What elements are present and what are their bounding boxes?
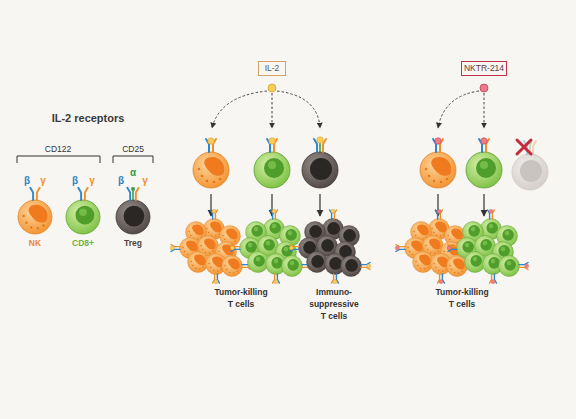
faded-treg-cell [512,154,548,190]
cell-label: Treg [103,238,163,248]
chain-symbol: β [21,176,33,186]
cross-mark [517,140,531,154]
il2-ligand [269,138,275,144]
arrow [483,194,484,216]
receptor [78,188,87,200]
cell-body [116,200,150,234]
dashed-arrow [212,91,267,128]
nktr-ligand [435,138,441,144]
cell-shape [18,200,52,234]
label-box: NKTR-214 [461,61,507,76]
cd8-cell [466,152,502,188]
section-label: IL-2 receptors [28,112,148,124]
cd8-cell [254,152,290,188]
cd8-cluster [447,209,529,284]
nk-cell [420,152,456,188]
outcome-caption: Tumor-killing T cells [433,286,491,310]
chain-symbol: γ [139,176,151,186]
chain-symbol: γ [37,176,49,186]
cell-shape [116,200,150,234]
box-label: IL-2 [265,63,280,74]
chain-symbol: α [127,168,139,178]
label-box: IL-2 [258,61,286,76]
cell-node: Treg [116,200,150,234]
il2-ligand [208,138,214,144]
chain-symbol: γ [86,176,98,186]
bracket [113,156,153,163]
dashed-arrows [212,91,484,128]
bracket [17,156,100,163]
nk-cell [193,152,229,188]
il2-ligand [317,137,323,143]
arrow [319,194,320,216]
section-label: CD122 [33,144,83,154]
cell-body [66,200,100,234]
box-label: NKTR-214 [464,63,504,74]
dashed-arrow [272,93,273,128]
nktr-ligand [481,138,487,144]
receptor [127,187,138,200]
nktr-ligand [480,84,488,92]
cell-body [18,200,52,234]
cell-label: NK [5,238,65,248]
chain-symbol: β [69,176,81,186]
treg-cell [302,152,338,188]
cell-node: NK [18,200,52,234]
cell-label: CD8+ [53,238,113,248]
chain-symbol: β [115,176,127,186]
cell-node: CD8+ [66,200,100,234]
outcome-caption: Immuno- suppressive T cells [308,286,361,322]
outcome-caption: Tumor-killing T cells [212,286,270,310]
il2-ligand [268,84,276,92]
dashed-arrow [484,93,485,128]
treg-cluster [289,209,371,284]
faded-nucleus [520,160,542,182]
dashed-arrow [438,91,479,128]
section-label: CD25 [113,144,153,154]
dashed-arrow [277,91,320,128]
solid-arrows [211,194,484,216]
receptor [30,188,39,200]
cell-shape [66,200,100,234]
